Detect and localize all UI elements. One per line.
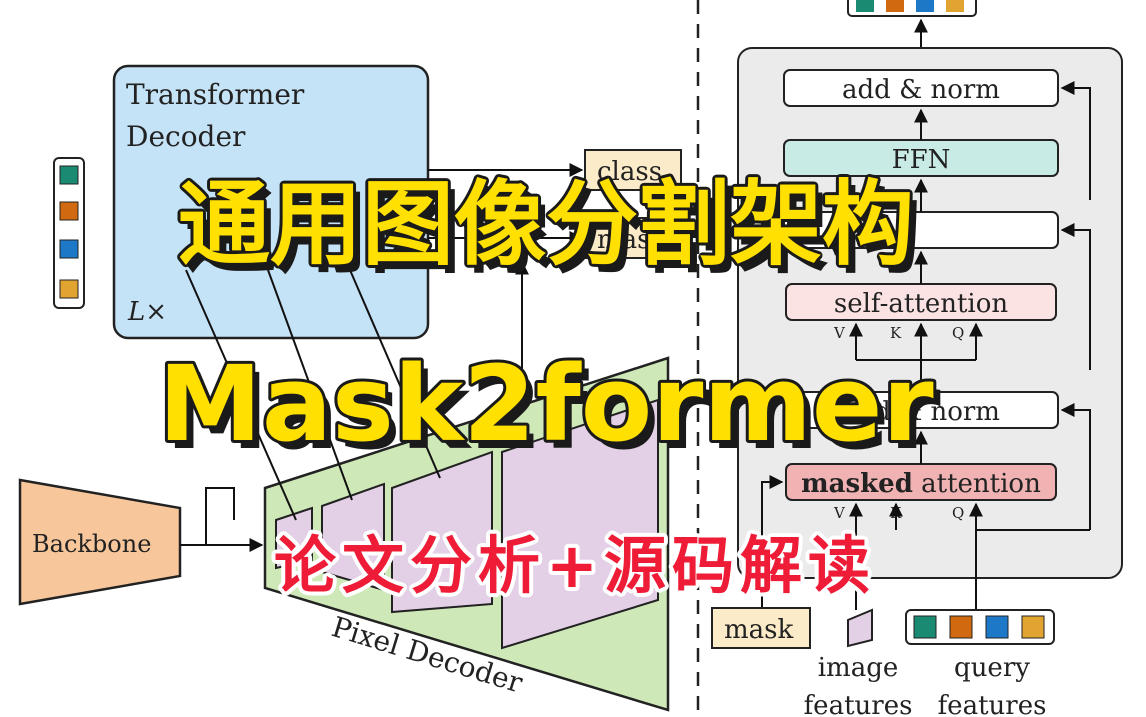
title-line2: Mask2former xyxy=(158,343,933,465)
self-attention-label: self-attention xyxy=(834,289,1008,319)
query-token xyxy=(59,239,79,259)
add-norm-bottom-label: add & norm xyxy=(842,397,1000,427)
masked-attention-label: masked attention xyxy=(801,469,1041,499)
repeat-label: L× xyxy=(127,297,167,327)
class-output-label: class xyxy=(597,157,662,187)
query-feature-token xyxy=(985,615,1009,639)
title-line1-shadow: 通用图像分割架构 xyxy=(185,179,921,286)
query-features-label-2: features xyxy=(938,691,1047,717)
image-features-label-1: image xyxy=(818,653,899,683)
mask-output-box xyxy=(584,217,682,259)
mask-input-label: mask xyxy=(724,615,793,645)
mask-output-label: mask xyxy=(597,225,666,255)
backbone-shape xyxy=(18,478,182,606)
query-feature-token xyxy=(1021,615,1045,639)
query-token xyxy=(59,279,79,299)
transformer-decoder-label-1: Transformer xyxy=(126,78,305,111)
vkq-v-top: V xyxy=(833,324,846,342)
query-features-label-1: query xyxy=(954,653,1030,683)
class-output-box xyxy=(584,149,682,191)
title-line1: 通用图像分割架构 xyxy=(178,171,914,278)
mask-input-box xyxy=(711,607,811,649)
output-query-box xyxy=(847,0,977,17)
overlay-titles: 通用图像分割架构 通用图像分割架构 Mask2former Mask2forme… xyxy=(155,168,940,606)
backbone-label: Backbone xyxy=(32,530,151,558)
query-features-box xyxy=(905,609,1055,645)
vkq-v-bottom: V xyxy=(833,504,846,522)
pixel-decoder-feature-4 xyxy=(501,398,659,650)
transformer-decoder-label-2: Decoder xyxy=(126,120,246,153)
pixel-decoder-feature-1 xyxy=(275,506,313,570)
add-norm-top-box xyxy=(783,69,1059,107)
title-line2-shadow: Mask2former xyxy=(165,351,940,473)
right-diagram: add & norm FFN self-attention V K Q add … xyxy=(711,0,1123,717)
vkq-q-top: Q xyxy=(952,324,964,342)
query-feature-token xyxy=(913,615,937,639)
query-token xyxy=(59,201,79,221)
ffn-label: FFN xyxy=(892,145,951,175)
image-features-label-2: features xyxy=(804,691,913,717)
vkq-k-top: K xyxy=(890,324,902,342)
subtitle: 论文分析+源码解读 xyxy=(274,529,876,602)
query-stack-box xyxy=(53,157,85,309)
query-token xyxy=(59,165,79,185)
image-feature-icon xyxy=(847,608,873,648)
vkq-q-bottom: Q xyxy=(952,504,964,522)
add-norm-top-label: add & norm xyxy=(842,75,1000,105)
pixel-decoder-feature-3 xyxy=(391,450,493,614)
left-diagram: Transformer Decoder L× class mask Pixel … xyxy=(18,64,682,712)
transformer-decoder-box xyxy=(112,64,430,340)
pixel-decoder-feature-2 xyxy=(321,482,385,592)
query-feature-token xyxy=(949,615,973,639)
